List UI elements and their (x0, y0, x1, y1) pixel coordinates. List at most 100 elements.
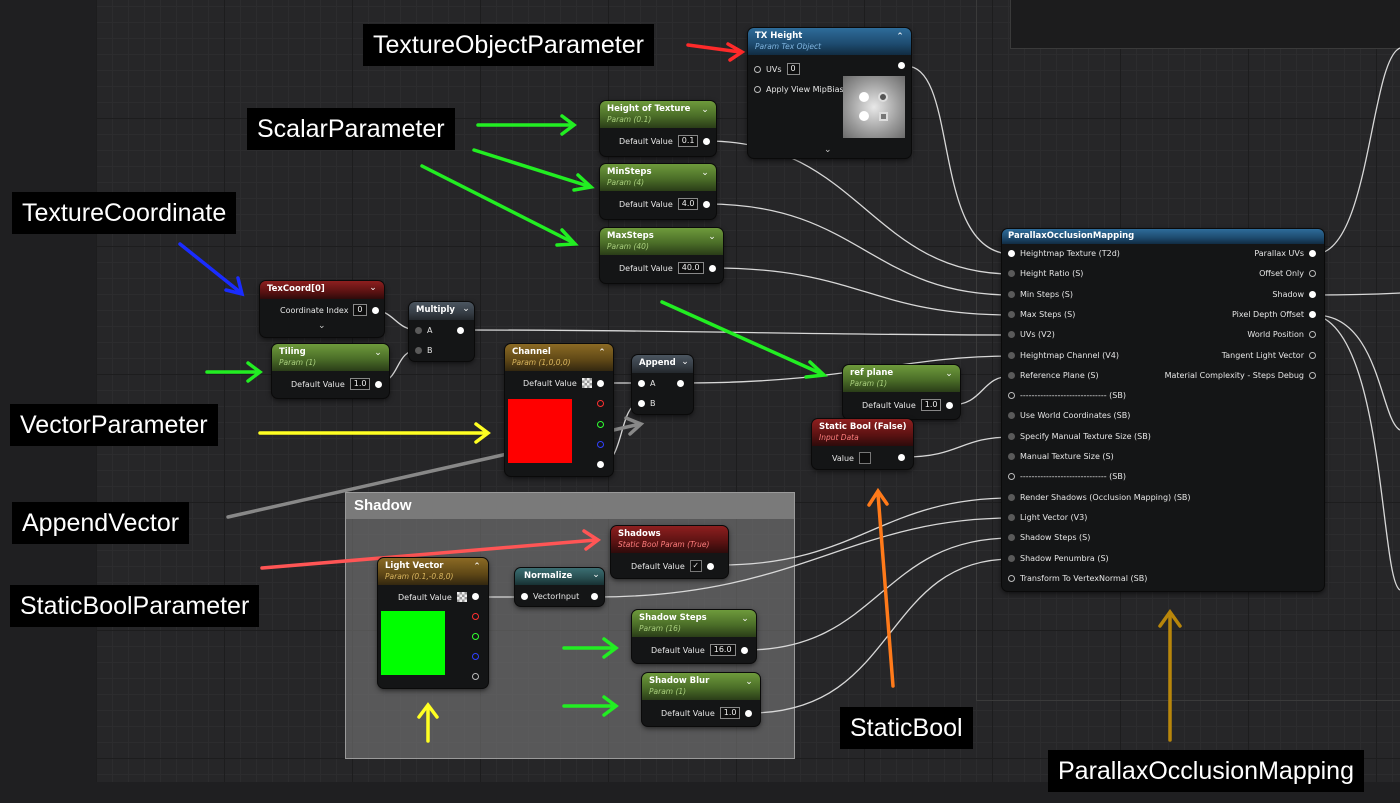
pom-output-row[interactable]: Parallax UVs (1254, 249, 1316, 258)
a-output-pin[interactable] (597, 461, 604, 468)
coordinate-index-field[interactable]: 0 (353, 304, 367, 316)
pom-input-row[interactable]: ------------------------------ (SB) (1008, 472, 1126, 481)
output-pin[interactable] (946, 401, 954, 409)
pom-output-pin[interactable] (1309, 290, 1316, 298)
output-pin[interactable] (591, 593, 598, 600)
pom-input-row[interactable]: Shadow Penumbra (S) (1008, 554, 1109, 563)
pom-input-pin[interactable] (1008, 331, 1015, 339)
pom-input-pin[interactable] (1008, 392, 1015, 400)
output-pin[interactable] (703, 200, 711, 208)
pom-output-row[interactable]: Material Complexity - Steps Debug (1165, 371, 1316, 380)
output-pin[interactable] (371, 306, 379, 314)
output-pin[interactable] (740, 646, 748, 654)
pom-input-pin[interactable] (1008, 554, 1015, 562)
b-output-pin[interactable] (597, 441, 604, 448)
expand-icon[interactable]: ⌄ (318, 321, 326, 331)
pom-input-pin[interactable] (1008, 574, 1015, 582)
collapse-icon[interactable]: ⌄ (701, 105, 709, 115)
collapse-icon[interactable]: ⌄ (374, 348, 382, 358)
r-output-pin[interactable] (597, 400, 604, 407)
collapse-icon[interactable]: ⌄ (741, 614, 749, 624)
output-pin[interactable] (745, 709, 753, 717)
pom-input-row[interactable]: Height Ratio (S) (1008, 269, 1083, 278)
collapse-icon[interactable]: ⌄ (462, 304, 470, 314)
pom-input-row[interactable]: Heightmap Channel (V4) (1008, 351, 1119, 360)
output-pin[interactable] (706, 562, 714, 570)
pom-input-row[interactable]: Shadow Steps (S) (1008, 533, 1090, 542)
collapse-icon[interactable]: ⌃ (896, 32, 904, 42)
pom-input-row[interactable]: Transform To VertexNormal (SB) (1008, 574, 1147, 583)
collapse-icon[interactable]: ⌄ (701, 168, 709, 178)
pom-input-row[interactable]: ------------------------------ (SB) (1008, 391, 1126, 400)
uvs-value[interactable]: 0 (786, 63, 800, 75)
pom-output-row[interactable]: Tangent Light Vector (1222, 351, 1316, 360)
pom-input-row[interactable]: Max Steps (S) (1008, 310, 1075, 319)
pom-output-row[interactable]: Offset Only (1259, 269, 1316, 278)
pom-input-pin[interactable] (1008, 351, 1015, 359)
default-value-field[interactable]: 1.0 (920, 399, 942, 411)
pom-output-pin[interactable] (1309, 270, 1316, 278)
pom-output-pin[interactable] (1309, 371, 1316, 379)
default-value-field[interactable]: 1.0 (719, 707, 741, 719)
rgba-output-pin[interactable] (472, 593, 479, 600)
default-value-field[interactable]: 1.0 (349, 378, 371, 390)
static-bool-node[interactable]: Static Bool (False)Input Data Value (812, 419, 913, 469)
parallax-occlusion-mapping-node[interactable]: ParallaxOcclusionMapping Heightmap Textu… (1002, 229, 1324, 591)
uvs-pin[interactable] (754, 65, 761, 73)
default-value-field[interactable]: 16.0 (709, 644, 736, 656)
output-pin[interactable] (375, 380, 383, 388)
collapse-icon[interactable]: ⌃ (598, 348, 606, 358)
input-a-pin[interactable] (638, 380, 645, 387)
pom-output-row[interactable]: Pixel Depth Offset (1232, 310, 1316, 319)
pom-input-pin[interactable] (1008, 270, 1015, 278)
collapse-icon[interactable]: ⌄ (945, 369, 953, 379)
pom-output-pin[interactable] (1309, 250, 1316, 257)
pom-output-pin[interactable] (1309, 331, 1316, 339)
pom-output-row[interactable]: Shadow (1272, 290, 1316, 299)
default-value-field[interactable]: 4.0 (677, 198, 699, 210)
default-value-field[interactable]: 40.0 (677, 262, 704, 274)
pom-input-row[interactable]: Render Shadows (Occlusion Mapping) (SB) (1008, 493, 1191, 502)
vector-input-pin[interactable] (521, 593, 528, 600)
input-a-pin[interactable] (415, 327, 422, 334)
pom-input-pin[interactable] (1008, 412, 1015, 420)
pom-input-row[interactable]: Manual Texture Size (S) (1008, 452, 1114, 461)
b-output-pin[interactable] (472, 653, 479, 660)
pom-input-pin[interactable] (1008, 290, 1015, 298)
default-value-field[interactable]: 0.1 (677, 135, 699, 147)
pom-output-pin[interactable] (1309, 351, 1316, 359)
collapse-icon[interactable]: ⌄ (592, 570, 600, 580)
pom-input-row[interactable]: Heightmap Texture (T2d) (1008, 249, 1120, 258)
pom-input-pin[interactable] (1008, 250, 1015, 257)
pom-input-row[interactable]: UVs (V2) (1008, 330, 1055, 339)
pom-input-pin[interactable] (1008, 534, 1015, 542)
color-picker-swatch[interactable] (581, 378, 592, 388)
default-value-checkbox[interactable]: ✓ (689, 560, 702, 572)
collapse-icon[interactable]: ⌄ (745, 677, 753, 687)
pom-input-pin[interactable] (1008, 473, 1015, 481)
normalize-node[interactable]: Normalize⌄ VectorInput (515, 568, 604, 606)
pom-input-row[interactable]: Specify Manual Texture Size (SB) (1008, 432, 1151, 441)
output-pin[interactable] (457, 327, 464, 334)
collapse-icon[interactable]: ⌃ (473, 562, 481, 572)
pom-output-row[interactable]: World Position (1247, 330, 1316, 339)
pom-output-pin[interactable] (1309, 310, 1316, 318)
output-pin[interactable] (677, 380, 684, 387)
pom-input-pin[interactable] (1008, 432, 1015, 440)
collapse-icon[interactable]: ⌄ (681, 357, 689, 367)
input-b-pin[interactable] (638, 400, 645, 407)
r-output-pin[interactable] (472, 613, 479, 620)
pom-input-row[interactable]: Light Vector (V3) (1008, 513, 1087, 522)
rgba-output-pin[interactable] (597, 380, 604, 387)
append-node[interactable]: Append⌄ A B (632, 355, 693, 414)
pom-input-pin[interactable] (1008, 513, 1015, 521)
input-b-pin[interactable] (415, 347, 422, 354)
pom-input-pin[interactable] (1008, 310, 1015, 318)
